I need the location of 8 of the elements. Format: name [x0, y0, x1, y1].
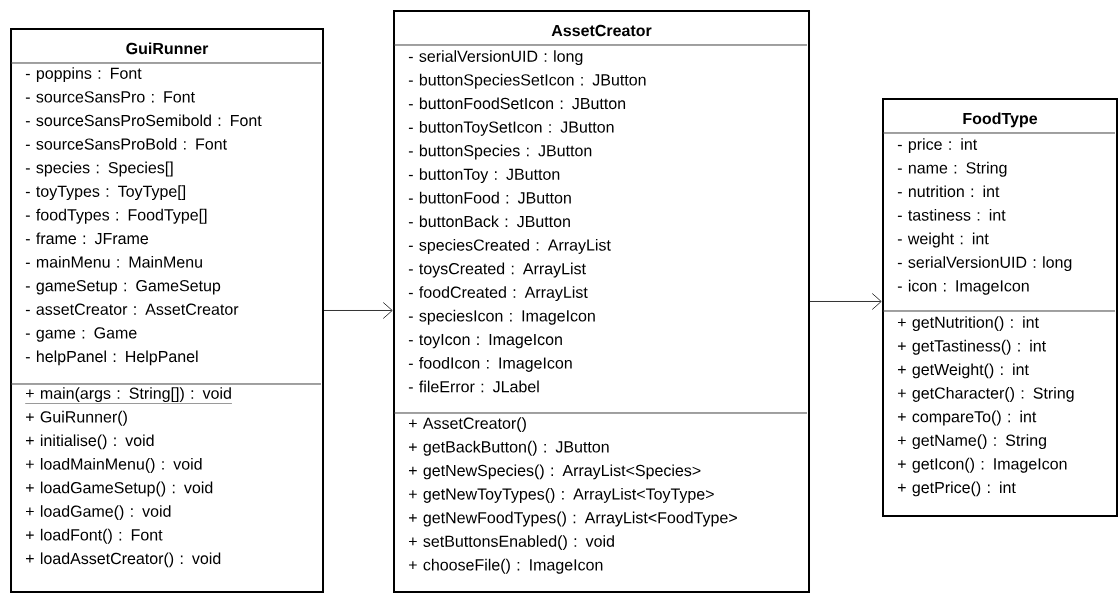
method-list: + AssetCreator() + getBackButton() : JButton + getNewSpecies() : ArrayList<Species> + getNewToyTypes() : ArrayList<ToyType> + getNewFoodTypes() : ArrayList<FoodType> + setButtonsEnabled() : void + chooseFile() : ImageIcon: [409, 417, 737, 574]
attribute-list: - price : int - name : String - nutrition : int - tastiness : int - weight : int - serialVersionUID : long - icon : ImageIcon: [897, 138, 1072, 295]
attribute-list: - poppins : Font - sourceSansPro : Font - sourceSansProSemibold : Font - sourceSansProBold : Font - species : Species[] - toyTypes : ToyType[] - foodTypes : FoodType[] - frame : JFrame - mainMenu : MainMenu - gameSetup : GameSetup - assetCreator : AssetCreator - game : Game - helpPanel : HelpPanel: [25, 67, 262, 366]
method-list: + getNutrition() : int + getTastiness() : int + getWeight() : int + getCharacter() : String + compareTo() : int + getName() : String + getIcon() : ImageIcon + getPrice() : int: [898, 316, 1074, 497]
method-list: + main(args : String[]) : void + GuiRunner() + initialise() : void + loadMainMenu() : void + loadGameSetup() : void + loadGame() : void + loadFont() : Font + loadAssetCreator() : void: [25, 387, 233, 568]
arrow: [809, 293, 882, 310]
attribute-list: - serialVersionUID : long - buttonSpeciesSetIcon : JButton - buttonFoodSetIcon : JButton - buttonToySetIcon : JButton - buttonSpecies : JButton - buttonToy : JButton - buttonFood : JButton - buttonBack : JButton - speciesCreated : ArrayList - toysCreated : ArrayList - foodCreated : ArrayList - speciesIcon : ImageIcon - toyIcon : ImageIcon - foodIcon : ImageIcon - fileError : JLabel: [408, 50, 646, 393]
arrow: [323, 302, 393, 319]
